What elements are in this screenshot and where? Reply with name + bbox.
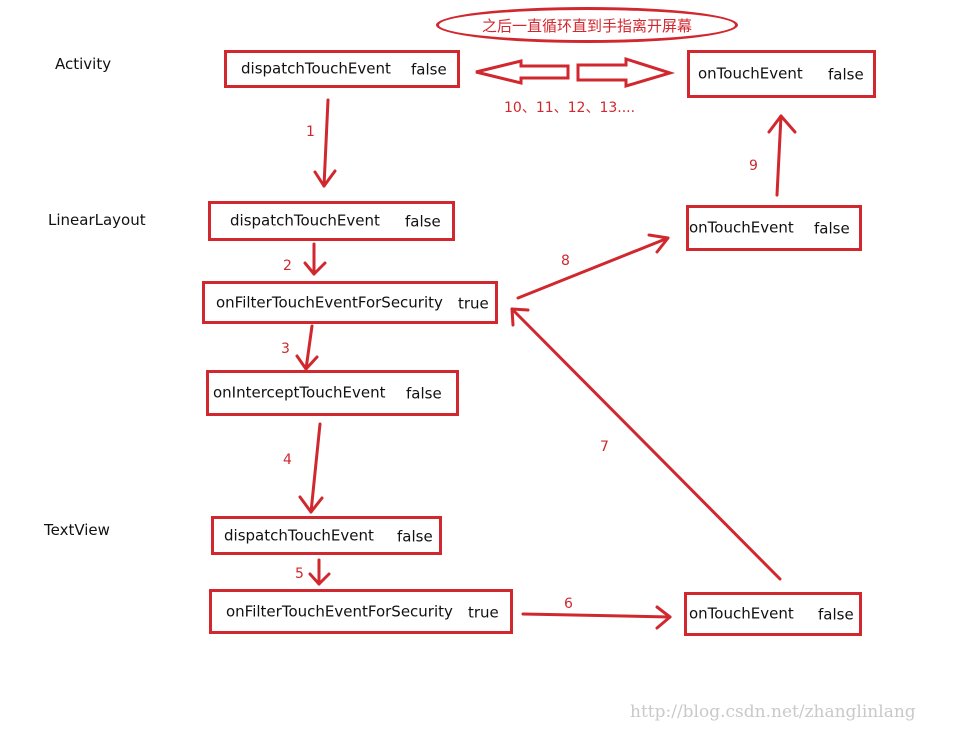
arrow-5-head (308, 572, 331, 586)
method-name: dispatchTouchEvent (230, 211, 380, 230)
method-name: dispatchTouchEvent (224, 526, 374, 545)
return-value: true (458, 294, 489, 313)
ll-ontouch-box: onTouchEvent false (686, 205, 862, 251)
arrow-6 (521, 612, 672, 619)
ll-filter-box: onFilterTouchEventForSecurity true (202, 281, 498, 324)
arrow-4-head (298, 495, 324, 514)
tv-ontouch-box: onTouchEvent false (684, 592, 862, 636)
double-arrow-left (475, 59, 570, 85)
layer-text-view: TextView (44, 521, 110, 539)
return-value: false (411, 60, 447, 79)
return-value: false (405, 212, 441, 231)
step-8: 8 (561, 253, 570, 269)
method-name: onInterceptTouchEvent (213, 383, 386, 402)
return-value: true (468, 603, 499, 622)
loop-note-ellipse: 之后一直循环直到手指离开屏幕 (436, 7, 738, 43)
step-7: 7 (600, 439, 609, 455)
return-value: false (814, 219, 850, 238)
loop-note: 之后一直循环直到手指离开屏幕 (481, 16, 692, 35)
arrow-9 (775, 114, 783, 197)
step-6: 6 (564, 596, 573, 612)
arrow-8 (516, 236, 670, 300)
step-2: 2 (283, 258, 292, 274)
arrow-6-head (655, 605, 672, 630)
arrow-4 (309, 422, 322, 514)
activity-dispatch-box: dispatchTouchEvent false (224, 50, 460, 88)
layer-activity: Activity (55, 55, 112, 73)
method-name: onTouchEvent (698, 64, 803, 83)
arrow-2-head (303, 261, 327, 276)
tv-filter-box: onFilterTouchEventForSecurity true (209, 589, 513, 634)
arrow-1 (322, 98, 330, 188)
watermark: http://blog.csdn.net/zhanglinlang (630, 702, 916, 722)
step-1: 1 (306, 124, 315, 140)
ll-intercept-box: onInterceptTouchEvent false (206, 370, 459, 416)
step-5: 5 (295, 566, 304, 582)
method-name: onTouchEvent (689, 218, 794, 237)
layer-linear-layout: LinearLayout (48, 211, 146, 229)
return-value: false (397, 527, 433, 546)
arrow-1-head (313, 169, 337, 188)
step-9: 9 (749, 158, 758, 174)
arrow-7 (510, 307, 782, 581)
arrow-9-head (767, 114, 797, 134)
loop-steps-label: 10、11、12、13.... (504, 100, 636, 116)
step-4: 4 (283, 452, 292, 468)
method-name: onTouchEvent (689, 604, 794, 623)
ll-dispatch-box: dispatchTouchEvent false (208, 201, 455, 241)
method-name: onFilterTouchEventForSecurity (216, 293, 443, 312)
double-arrow-right (576, 56, 676, 89)
activity-ontouch-box: onTouchEvent false (687, 50, 876, 98)
step-3: 3 (281, 341, 290, 357)
method-name: onFilterTouchEventForSecurity (226, 602, 453, 621)
arrow-8-head (647, 233, 670, 254)
tv-dispatch-box: dispatchTouchEvent false (211, 516, 442, 555)
return-value: false (406, 384, 442, 403)
return-value: false (828, 65, 864, 84)
arrow-3 (304, 324, 314, 371)
arrow-7-head (510, 307, 530, 327)
arrow-3-head (295, 354, 319, 371)
return-value: false (818, 605, 854, 624)
method-name: dispatchTouchEvent (241, 59, 391, 78)
